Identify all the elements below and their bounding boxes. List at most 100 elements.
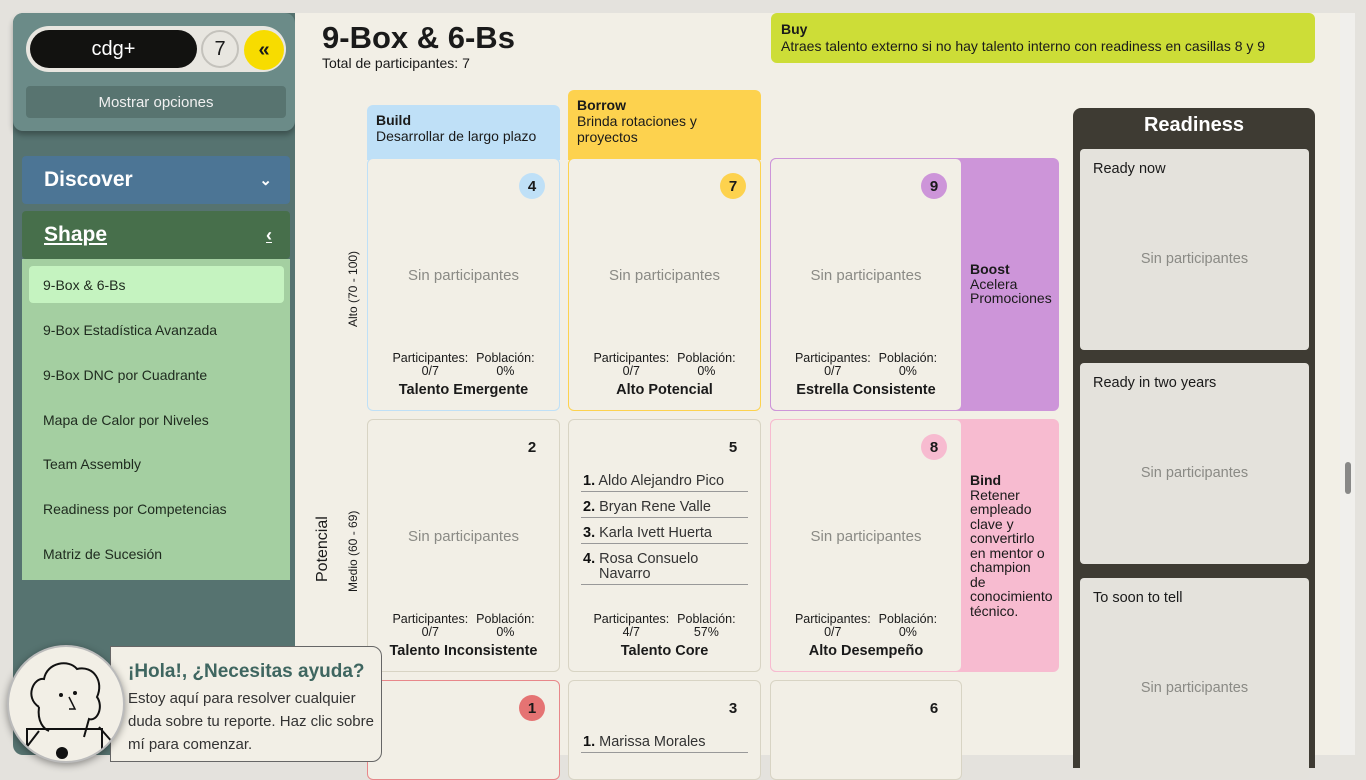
box-5[interactable]: 5 1. Aldo Alejandro Pico 2. Bryan Rene V…: [568, 419, 761, 672]
participant-name: Rosa Consuelo Navarro: [599, 551, 699, 582]
chevron-down-icon: ⌄: [259, 172, 272, 189]
readiness-box-title: Ready in two years: [1093, 375, 1217, 391]
box-number: 3: [728, 699, 738, 717]
box-name: Talento Inconsistente: [389, 643, 538, 659]
empty-text: Sin participantes: [1140, 251, 1249, 267]
borrow-title: Borrow: [577, 97, 626, 113]
box-number: 5: [728, 438, 738, 456]
box-number: 8: [921, 434, 947, 460]
poblacion-value: 0%: [496, 625, 515, 639]
participant-name: Karla Ivett Huerta: [599, 525, 712, 541]
participantes-label: Participantes:: [593, 612, 670, 626]
box-name: Alto Desempeño: [808, 643, 924, 659]
help-title: ¡Hola!, ¿Necesitas ayuda?: [128, 661, 365, 682]
axis-potencial: Potencial: [314, 516, 331, 582]
scrollbar-thumb[interactable]: [1345, 462, 1351, 494]
boost-title: Boost: [970, 261, 1010, 277]
box-3[interactable]: 3 1. Marissa Morales: [568, 680, 761, 780]
box-6[interactable]: 6: [770, 680, 962, 780]
bind-text: Retener empleado clave y convertirlo en …: [970, 486, 1053, 619]
box-number: 6: [929, 699, 939, 717]
collapse-sidebar-button[interactable]: «: [244, 30, 284, 70]
list-item[interactable]: 3. Karla Ivett Huerta: [581, 524, 748, 544]
poblacion-value: 0%: [496, 364, 515, 378]
empty-text: Sin participantes: [810, 528, 922, 545]
section-label: Shape: [44, 223, 108, 246]
participantes-value: 0/7: [421, 364, 439, 378]
show-options-button[interactable]: Mostrar opciones: [26, 86, 286, 118]
section-label: Discover: [44, 168, 133, 191]
build-text: Desarrollar de largo plazo: [376, 128, 537, 144]
poblacion-label: Población:: [476, 612, 535, 626]
participant-count: 7: [201, 30, 239, 68]
section-discover[interactable]: Discover ⌄: [22, 156, 290, 204]
participant-name: Marissa Morales: [599, 734, 706, 750]
participantes-value: 0/7: [421, 625, 439, 639]
nav-item-9box-estadistica[interactable]: 9-Box Estadística Avanzada: [43, 321, 218, 338]
total-participants: Total de participantes: 7: [322, 55, 470, 71]
box-name: Talento Emergente: [398, 382, 529, 398]
poblacion-value: 57%: [693, 625, 719, 639]
empty-text: Sin participantes: [810, 267, 922, 284]
participant-name: Bryan Rene Valle: [599, 499, 711, 515]
logo: cdg+: [30, 30, 197, 68]
box-number: 7: [720, 173, 746, 199]
poblacion-label: Población:: [878, 612, 938, 626]
list-item[interactable]: 4. Rosa Consuelo Navarro: [581, 550, 748, 585]
borrow-text: Brinda rotaciones y proyectos: [577, 113, 697, 145]
nav-item-matriz-sucesion[interactable]: Matriz de Sucesión: [43, 545, 163, 562]
poblacion-label: Población:: [677, 351, 736, 365]
participantes-value: 0/7: [824, 364, 842, 378]
poblacion-value: 0%: [898, 625, 917, 639]
list-item[interactable]: 2. Bryan Rene Valle: [581, 498, 748, 518]
participantes-value: 0/7: [622, 364, 640, 378]
poblacion-label: Población:: [878, 351, 938, 365]
poblacion-label: Población:: [476, 351, 535, 365]
page-title: 9-Box & 6-Bs: [322, 20, 515, 55]
nav-item-9box-dnc[interactable]: 9-Box DNC por Cuadrante: [43, 366, 208, 383]
shape-nav-list: 9-Box & 6-Bs 9-Box Estadística Avanzada …: [22, 259, 290, 580]
help-bubble[interactable]: ¡Hola!, ¿Necesitas ayuda? Estoy aquí par…: [110, 646, 382, 762]
participant-name: Aldo Alejandro Pico: [598, 473, 725, 489]
section-shape[interactable]: Shape ‹: [22, 211, 290, 259]
list-item[interactable]: 1. Aldo Alejandro Pico: [581, 472, 748, 492]
box-number: 1: [519, 695, 545, 721]
nav-item-team-assembly[interactable]: Team Assembly: [43, 455, 142, 472]
double-chevron-left-icon: «: [258, 38, 270, 61]
box-number: 4: [519, 173, 545, 199]
empty-text: Sin participantes: [408, 267, 519, 284]
chevron-left-icon: ‹: [266, 224, 272, 245]
scrollbar[interactable]: [1340, 13, 1355, 755]
axis-medio: Medio (60 - 69): [346, 510, 360, 592]
nav-item-9box-6bs[interactable]: 9-Box & 6-Bs: [29, 266, 284, 303]
participant-list: 1. Aldo Alejandro Pico 2. Bryan Rene Val…: [581, 472, 748, 591]
nav-item-readiness-competencias[interactable]: Readiness por Competencias: [43, 500, 227, 517]
empty-text: Sin participantes: [609, 267, 720, 284]
help-text: Estoy aquí para resolver cualquier duda …: [128, 690, 374, 753]
empty-text: Sin participantes: [1140, 465, 1249, 481]
help-avatar[interactable]: [7, 645, 125, 763]
box-name: Estrella Consistente: [796, 382, 936, 398]
assistant-avatar-icon: [18, 662, 122, 761]
box-1[interactable]: 1: [367, 680, 560, 780]
poblacion-value: 0%: [697, 364, 716, 378]
readiness-box-title: To soon to tell: [1093, 590, 1183, 606]
participantes-value: 4/7: [622, 625, 640, 639]
boost-text: Acelera Promociones: [970, 275, 1052, 306]
nav-item-mapa-calor[interactable]: Mapa de Calor por Niveles: [43, 411, 209, 428]
buy-title: Buy: [781, 21, 808, 37]
list-item[interactable]: 1. Marissa Morales: [581, 733, 748, 753]
empty-text: Sin participantes: [408, 528, 519, 545]
